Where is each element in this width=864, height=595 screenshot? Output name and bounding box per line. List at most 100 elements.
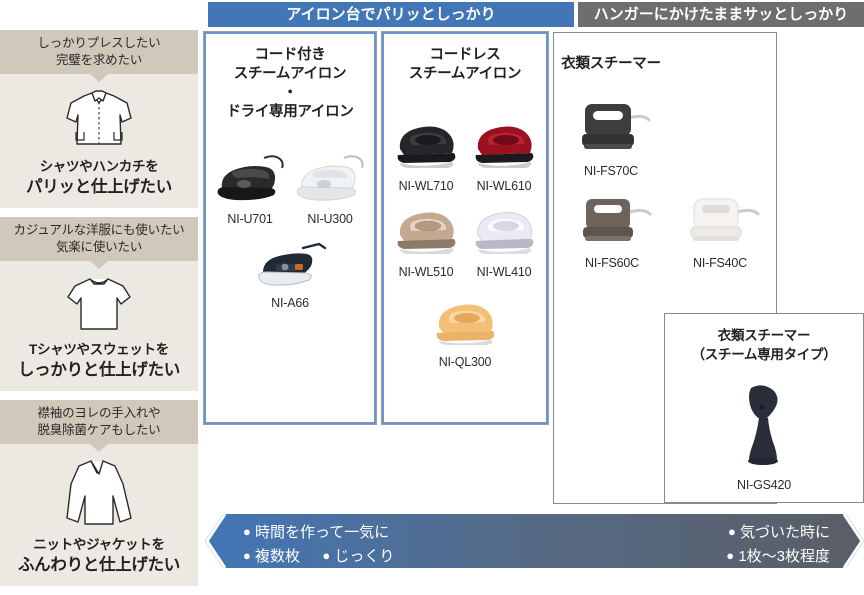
product-label: NI-FS40C bbox=[693, 256, 747, 270]
need-label-line2: ふんわりと仕上げたい bbox=[17, 556, 180, 574]
banner-right-row2: ● 1枚〜3枚程度 bbox=[726, 544, 830, 568]
title-line-1: 衣類スチーマー bbox=[717, 328, 811, 343]
need-notch bbox=[90, 444, 108, 452]
banner-left-item-2: 複数枚 bbox=[255, 548, 301, 565]
product-label: NI-GS420 bbox=[737, 478, 791, 492]
column-title-cordless: コードレス スチームアイロン bbox=[384, 34, 546, 84]
need-block-shirts: しっかりプレスしたい 完璧を求めたい シャツやハンカチを パリッと仕上げたい bbox=[0, 30, 198, 208]
column-title-steamer: 衣類スチーマー bbox=[554, 33, 668, 74]
product-NI-WL610[interactable]: NI-WL610 bbox=[465, 119, 543, 193]
product-label: NI-QL300 bbox=[438, 355, 492, 369]
need-head-line2: 脱臭除菌ケアもしたい bbox=[37, 423, 161, 437]
banner-left-item-1: 時間を作って一気に bbox=[255, 524, 390, 541]
product-label: NI-WL610 bbox=[476, 179, 532, 193]
product-label: NI-FS70C bbox=[584, 164, 638, 178]
product-label: NI-A66 bbox=[271, 296, 309, 310]
product-NI-A66[interactable]: NI-A66 bbox=[245, 242, 335, 310]
need-label-line1: シャツやハンカチを bbox=[39, 159, 159, 174]
product-column-cordless-iron: コードレス スチームアイロン NI-WL710 NI-WL610 bbox=[381, 31, 549, 425]
product-label: NI-FS60C bbox=[585, 256, 639, 270]
bottom-usage-banner: ● 時間を作って一気に ● 複数枚 ● じっくり ● 気づいた時に ● 1枚〜3… bbox=[205, 512, 864, 570]
product-NI-GS420[interactable]: NI-GS420 bbox=[704, 380, 824, 492]
need-label-line1: ニットやジャケットを bbox=[33, 537, 165, 552]
need-head-shirts: しっかりプレスしたい 完璧を求めたい bbox=[0, 30, 198, 74]
title-line-2: スチームアイロン bbox=[408, 66, 522, 82]
banner-left-item-3: じっくり bbox=[334, 548, 395, 565]
column-title-steam-only: 衣類スチーマー （スチーム専用タイプ） bbox=[665, 314, 863, 364]
product-NI-QL300[interactable]: NI-QL300 bbox=[420, 295, 510, 369]
need-head-line1: 襟袖のヨレの手入れや bbox=[37, 406, 161, 420]
corded-steam-iron-black-icon bbox=[217, 155, 284, 201]
need-block-knits: 襟袖のヨレの手入れや 脱臭除菌ケアもしたい ニットやジャケットを ふんわりと仕上… bbox=[0, 400, 198, 586]
garment-steamer-white-icon bbox=[690, 198, 760, 241]
needs-sidebar: しっかりプレスしたい 完璧を求めたい シャツやハンカチを パリッと仕上げたい bbox=[0, 30, 198, 595]
cordless-iron-black-icon bbox=[397, 126, 456, 168]
product-column-steam-only: 衣類スチーマー （スチーム専用タイプ） NI-GS420 bbox=[664, 313, 864, 503]
need-head-line2: 完璧を求めたい bbox=[55, 53, 143, 67]
cordless-iron-white-icon bbox=[475, 212, 534, 254]
title-line-3: ・ bbox=[282, 85, 298, 101]
product-NI-FS60C[interactable]: NI-FS60C bbox=[558, 192, 666, 270]
tshirt-icon bbox=[67, 278, 131, 330]
banner-left-row2: ● 複数枚 ● じっくり bbox=[243, 544, 394, 568]
product-column-corded-iron: コード付き スチームアイロン ・ ドライ専用アイロン NI-U701 N bbox=[203, 31, 377, 425]
title-line-4: ドライ専用アイロン bbox=[226, 104, 354, 120]
bullet-icon: ● bbox=[243, 548, 251, 563]
need-head-knits: 襟袖のヨレの手入れや 脱臭除菌ケアもしたい bbox=[0, 400, 198, 444]
bullet-icon: ● bbox=[726, 548, 735, 563]
header-band-hanger: ハンガーにかけたままサッとしっかり bbox=[578, 2, 864, 27]
bullet-icon: ● bbox=[243, 524, 251, 539]
banner-right-item-2: 1枚〜3枚程度 bbox=[738, 548, 830, 565]
product-label: NI-WL510 bbox=[398, 265, 454, 279]
need-head-tshirts: カジュアルな洋服にも使いたい 気楽に使いたい bbox=[0, 217, 198, 261]
need-head-line1: しっかりプレスしたい bbox=[37, 36, 161, 50]
title-line-2: （スチーム専用タイプ） bbox=[691, 347, 837, 362]
cordless-iron-beige-icon bbox=[397, 212, 456, 254]
header-band-ironing-board: アイロン台でパリッとしっかり bbox=[208, 2, 574, 27]
product-NI-WL410[interactable]: NI-WL410 bbox=[465, 205, 543, 279]
bullet-icon: ● bbox=[727, 524, 736, 539]
need-label-line2: しっかりと仕上げたい bbox=[17, 361, 180, 379]
title-line-1: コード付き bbox=[254, 47, 326, 63]
column-title-corded: コード付き スチームアイロン ・ ドライ専用アイロン bbox=[206, 34, 374, 122]
cordless-iron-red-icon bbox=[475, 126, 534, 168]
cordless-iron-orange-icon bbox=[436, 304, 495, 345]
need-head-line2: 気楽に使いたい bbox=[55, 240, 143, 254]
banner-left-items: ● 時間を作って一気に ● 複数枚 ● じっくり bbox=[243, 520, 394, 568]
banner-right-item-1: 気づいた時に bbox=[739, 524, 830, 541]
garment-steamer-dark-icon bbox=[582, 104, 651, 149]
corded-steam-iron-white-icon bbox=[297, 155, 364, 201]
product-NI-U701[interactable]: NI-U701 bbox=[210, 154, 290, 226]
dress-shirt-icon bbox=[66, 90, 132, 145]
product-label: NI-WL710 bbox=[398, 179, 454, 193]
need-label-shirts: シャツやハンカチを パリッと仕上げたい bbox=[4, 157, 194, 197]
product-NI-WL710[interactable]: NI-WL710 bbox=[387, 119, 465, 193]
product-label: NI-WL410 bbox=[476, 265, 532, 279]
product-label: NI-U300 bbox=[307, 212, 353, 226]
banner-left-row1: ● 時間を作って一気に bbox=[243, 520, 394, 544]
need-head-line1: カジュアルな洋服にも使いたい bbox=[13, 223, 185, 237]
knit-sweater-icon bbox=[66, 460, 132, 525]
need-label-knits: ニットやジャケットを ふんわりと仕上げたい bbox=[4, 535, 194, 575]
need-label-line1: Tシャツやスウェットを bbox=[29, 342, 169, 357]
need-block-tshirts: カジュアルな洋服にも使いたい 気楽に使いたい Tシャツやスウェットを しっかりと… bbox=[0, 217, 198, 391]
garment-steamer-brown-icon bbox=[583, 199, 652, 241]
need-notch bbox=[90, 74, 108, 82]
product-NI-WL510[interactable]: NI-WL510 bbox=[387, 205, 465, 279]
product-NI-U300[interactable]: NI-U300 bbox=[290, 154, 370, 226]
dry-iron-navy-icon bbox=[258, 242, 327, 286]
title-line-1: コードレス bbox=[429, 47, 501, 63]
need-label-tshirts: Tシャツやスウェットを しっかりと仕上げたい bbox=[4, 340, 194, 380]
bullet-icon: ● bbox=[322, 548, 331, 563]
title-line-2: スチームアイロン bbox=[233, 66, 347, 82]
product-NI-FS40C[interactable]: NI-FS40C bbox=[666, 192, 774, 270]
banner-right-row1: ● 気づいた時に bbox=[726, 520, 830, 544]
banner-chevron-shape bbox=[205, 513, 864, 569]
banner-right-items: ● 気づいた時に ● 1枚〜3枚程度 bbox=[726, 520, 830, 568]
handheld-steamer-navy-icon bbox=[748, 385, 778, 465]
title-line-1: 衣類スチーマー bbox=[561, 56, 661, 72]
need-label-line2: パリッと仕上げたい bbox=[26, 178, 172, 196]
product-label: NI-U701 bbox=[227, 212, 273, 226]
product-NI-FS70C[interactable]: NI-FS70C bbox=[556, 96, 666, 178]
need-notch bbox=[90, 261, 108, 269]
